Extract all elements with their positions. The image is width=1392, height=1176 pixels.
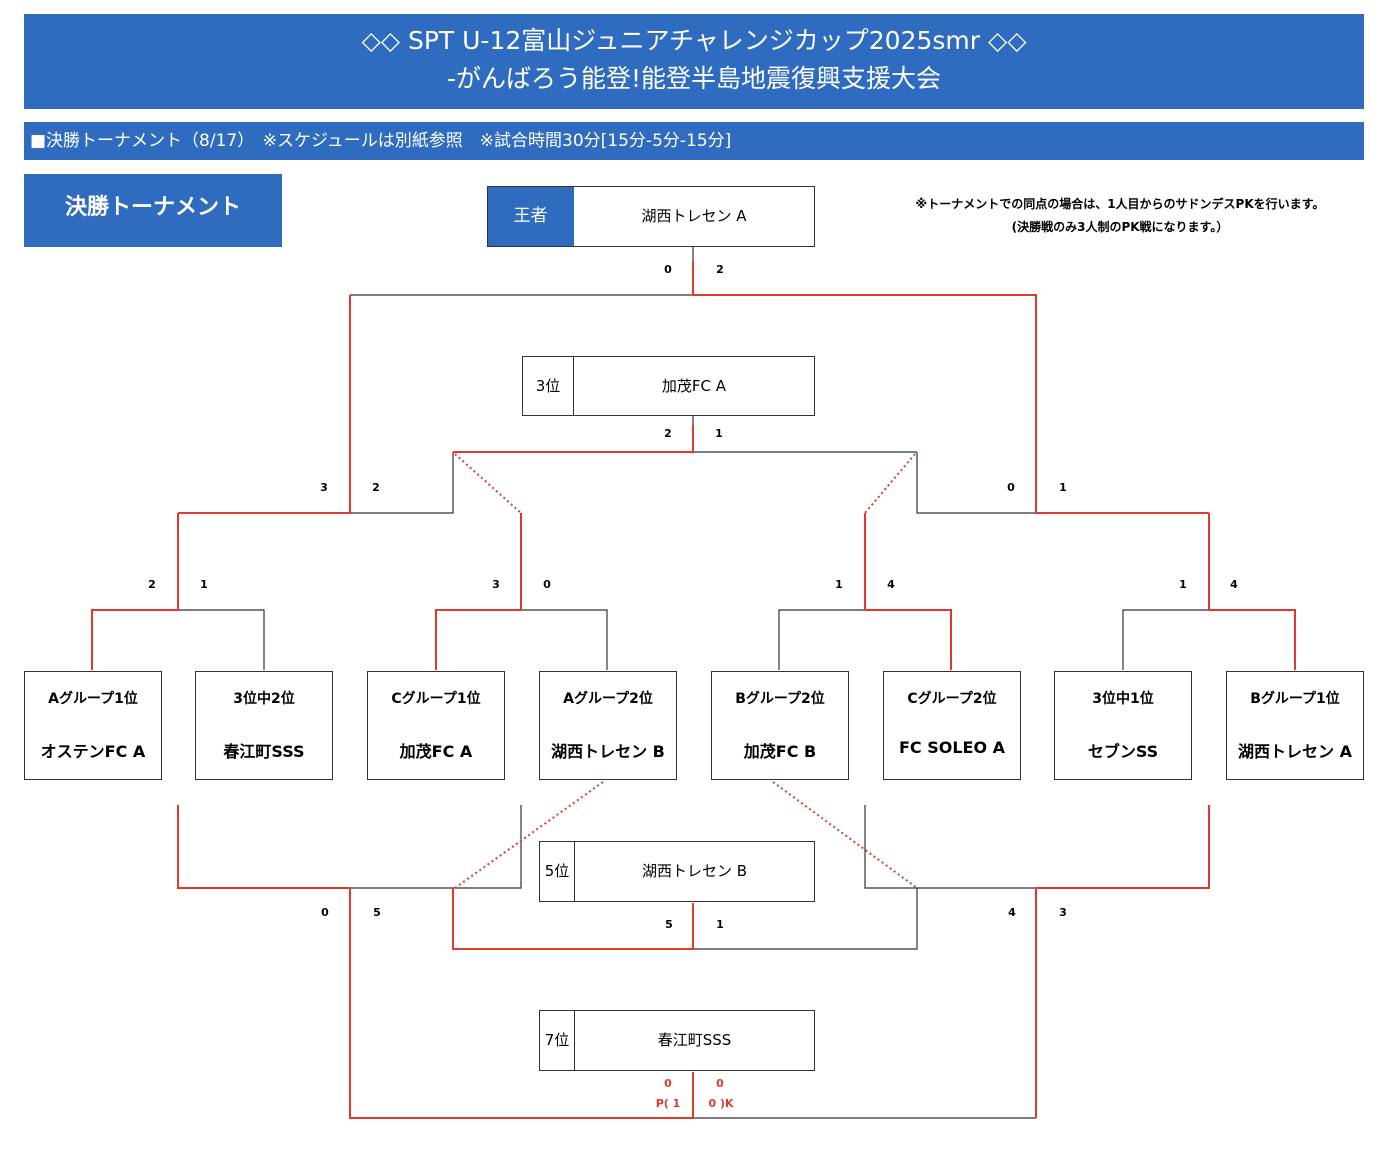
section-label: 決勝トーナメント <box>24 174 282 247</box>
team-box: Cグループ2位 FC SOLEO A <box>883 671 1021 780</box>
team-box: Bグループ2位 加茂FC B <box>711 671 849 780</box>
team-name: 加茂FC A <box>399 742 473 761</box>
team-group: 3位中1位 <box>1092 691 1154 707</box>
score-r1: 1 <box>1179 578 1187 591</box>
team-name: FC SOLEO A <box>898 738 1006 757</box>
team-group: 3位中2位 <box>233 691 295 707</box>
score-semi: 3 <box>320 481 328 494</box>
r1-red-3 <box>435 513 522 670</box>
rules-note-line2: (決勝戦のみ3人制のPK戦になります。） <box>1011 220 1229 234</box>
seventh-red <box>349 888 694 1119</box>
team-group: Cグループ1位 <box>391 691 481 707</box>
champion-box: 王者 湖西トレセン A <box>487 186 815 247</box>
score-r1: 2 <box>148 578 156 591</box>
semi-red-1 <box>178 295 351 514</box>
team-group: Aグループ2位 <box>563 691 653 707</box>
r1-line-2 <box>178 609 265 670</box>
semi-line-3 <box>916 452 1036 514</box>
team-group: Aグループ1位 <box>48 691 138 707</box>
score-seventh-place: 0 <box>716 1077 724 1090</box>
r1-red-6 <box>864 513 952 670</box>
r1-line-4 <box>521 609 608 670</box>
team-box: Aグループ1位 オステンFC A <box>24 671 162 780</box>
third-red <box>453 425 694 453</box>
title-line2: -がんばろう能登!能登半島地震復興支援大会 <box>446 64 942 93</box>
title-line1: ◇◇ SPT U-12富山ジュニアチャレンジカップ2025smr ◇◇ <box>361 26 1027 55</box>
third-place-label: 3位 <box>523 357 574 415</box>
loser-dot-1 <box>454 453 522 514</box>
score-consolation: 3 <box>1059 906 1067 919</box>
score-consolation: 4 <box>1008 906 1016 919</box>
team-name: 加茂FC B <box>743 742 817 761</box>
score-seventh-place: 0 <box>664 1077 672 1090</box>
score-semi: 1 <box>1059 481 1067 494</box>
team-group: Bグループ2位 <box>735 691 825 707</box>
loser-dot-2 <box>864 453 916 514</box>
fifth-place-label: 5位 <box>540 842 575 901</box>
score-final: 2 <box>716 263 724 276</box>
seventh-place-label: 7位 <box>540 1011 575 1070</box>
team-box: Bグループ1位 湖西トレセン A <box>1226 671 1364 780</box>
score-r1: 4 <box>887 578 895 591</box>
r1-red-8 <box>1208 513 1296 670</box>
rules-note: ※トーナメントでの同点の場合は、1人目からのサドンデスPKを行います。 (決勝戦… <box>870 193 1370 239</box>
cons-line-1 <box>350 805 522 889</box>
score-fifth-place: 1 <box>716 918 724 931</box>
champion-team: 湖西トレセン A <box>641 207 747 225</box>
score-third-place: 1 <box>715 427 723 440</box>
score-semi: 0 <box>1007 481 1015 494</box>
team-name: 春江町SSS <box>223 742 305 761</box>
team-box: 3位中2位 春江町SSS <box>195 671 333 780</box>
team-name: セブンSS <box>1087 742 1159 761</box>
score-consolation: 0 <box>321 906 329 919</box>
score-r1: 1 <box>200 578 208 591</box>
team-box: Cグループ1位 加茂FC A <box>367 671 505 780</box>
score-semi: 2 <box>372 481 380 494</box>
team-box: Aグループ2位 湖西トレセン B <box>539 671 677 780</box>
loser-dot-3 <box>454 781 604 889</box>
r1-red-1 <box>91 513 179 670</box>
info-bar-divider <box>830 160 1364 162</box>
cons-red-4 <box>1036 805 1210 889</box>
team-group: Bグループ1位 <box>1250 691 1340 707</box>
fifth-place-team: 湖西トレセン B <box>641 862 748 880</box>
third-place-team: 加茂FC A <box>661 377 727 395</box>
team-box: 3位中1位 セブンSS <box>1054 671 1192 780</box>
seventh-place-team: 春江町SSS <box>657 1031 732 1049</box>
semi-red-4 <box>692 262 1209 514</box>
score-r1: 1 <box>835 578 843 591</box>
team-group: Cグループ2位 <box>907 691 997 707</box>
fifth-red <box>452 888 694 950</box>
score-fifth-place: 5 <box>665 918 673 931</box>
third-place-box: 3位 加茂FC A <box>522 356 815 416</box>
score-third-place: 2 <box>664 427 672 440</box>
score-r1: 4 <box>1230 578 1238 591</box>
team-name: 湖西トレセン A <box>1238 742 1352 761</box>
champion-label: 王者 <box>488 187 574 246</box>
rules-note-line1: ※トーナメントでの同点の場合は、1人目からのサドンデスPKを行います。 <box>915 197 1325 211</box>
score-r1: 0 <box>543 578 551 591</box>
score-seventh-pk: P( 1 <box>655 1097 681 1110</box>
fifth-place-box: 5位 湖西トレセン B <box>539 841 815 902</box>
cons-red-1 <box>177 805 350 889</box>
score-r1: 3 <box>492 578 500 591</box>
r1-line-7 <box>1122 609 1209 670</box>
score-final: 0 <box>664 263 672 276</box>
seventh-place-box: 7位 春江町SSS <box>539 1010 815 1071</box>
info-bar: ■決勝トーナメント（8/17） ※スケジュールは別紙参照 ※試合時間30分[15… <box>24 122 1364 160</box>
score-consolation: 5 <box>373 906 381 919</box>
team-name: オステンFC A <box>40 742 146 761</box>
r1-line-5 <box>778 609 865 670</box>
semi-line-2 <box>350 452 454 514</box>
score-seventh-pk: 0 )K <box>708 1097 734 1110</box>
team-name: 湖西トレセン B <box>551 742 665 761</box>
title-banner: ◇◇ SPT U-12富山ジュニアチャレンジカップ2025smr ◇◇ -がんば… <box>24 14 1364 109</box>
